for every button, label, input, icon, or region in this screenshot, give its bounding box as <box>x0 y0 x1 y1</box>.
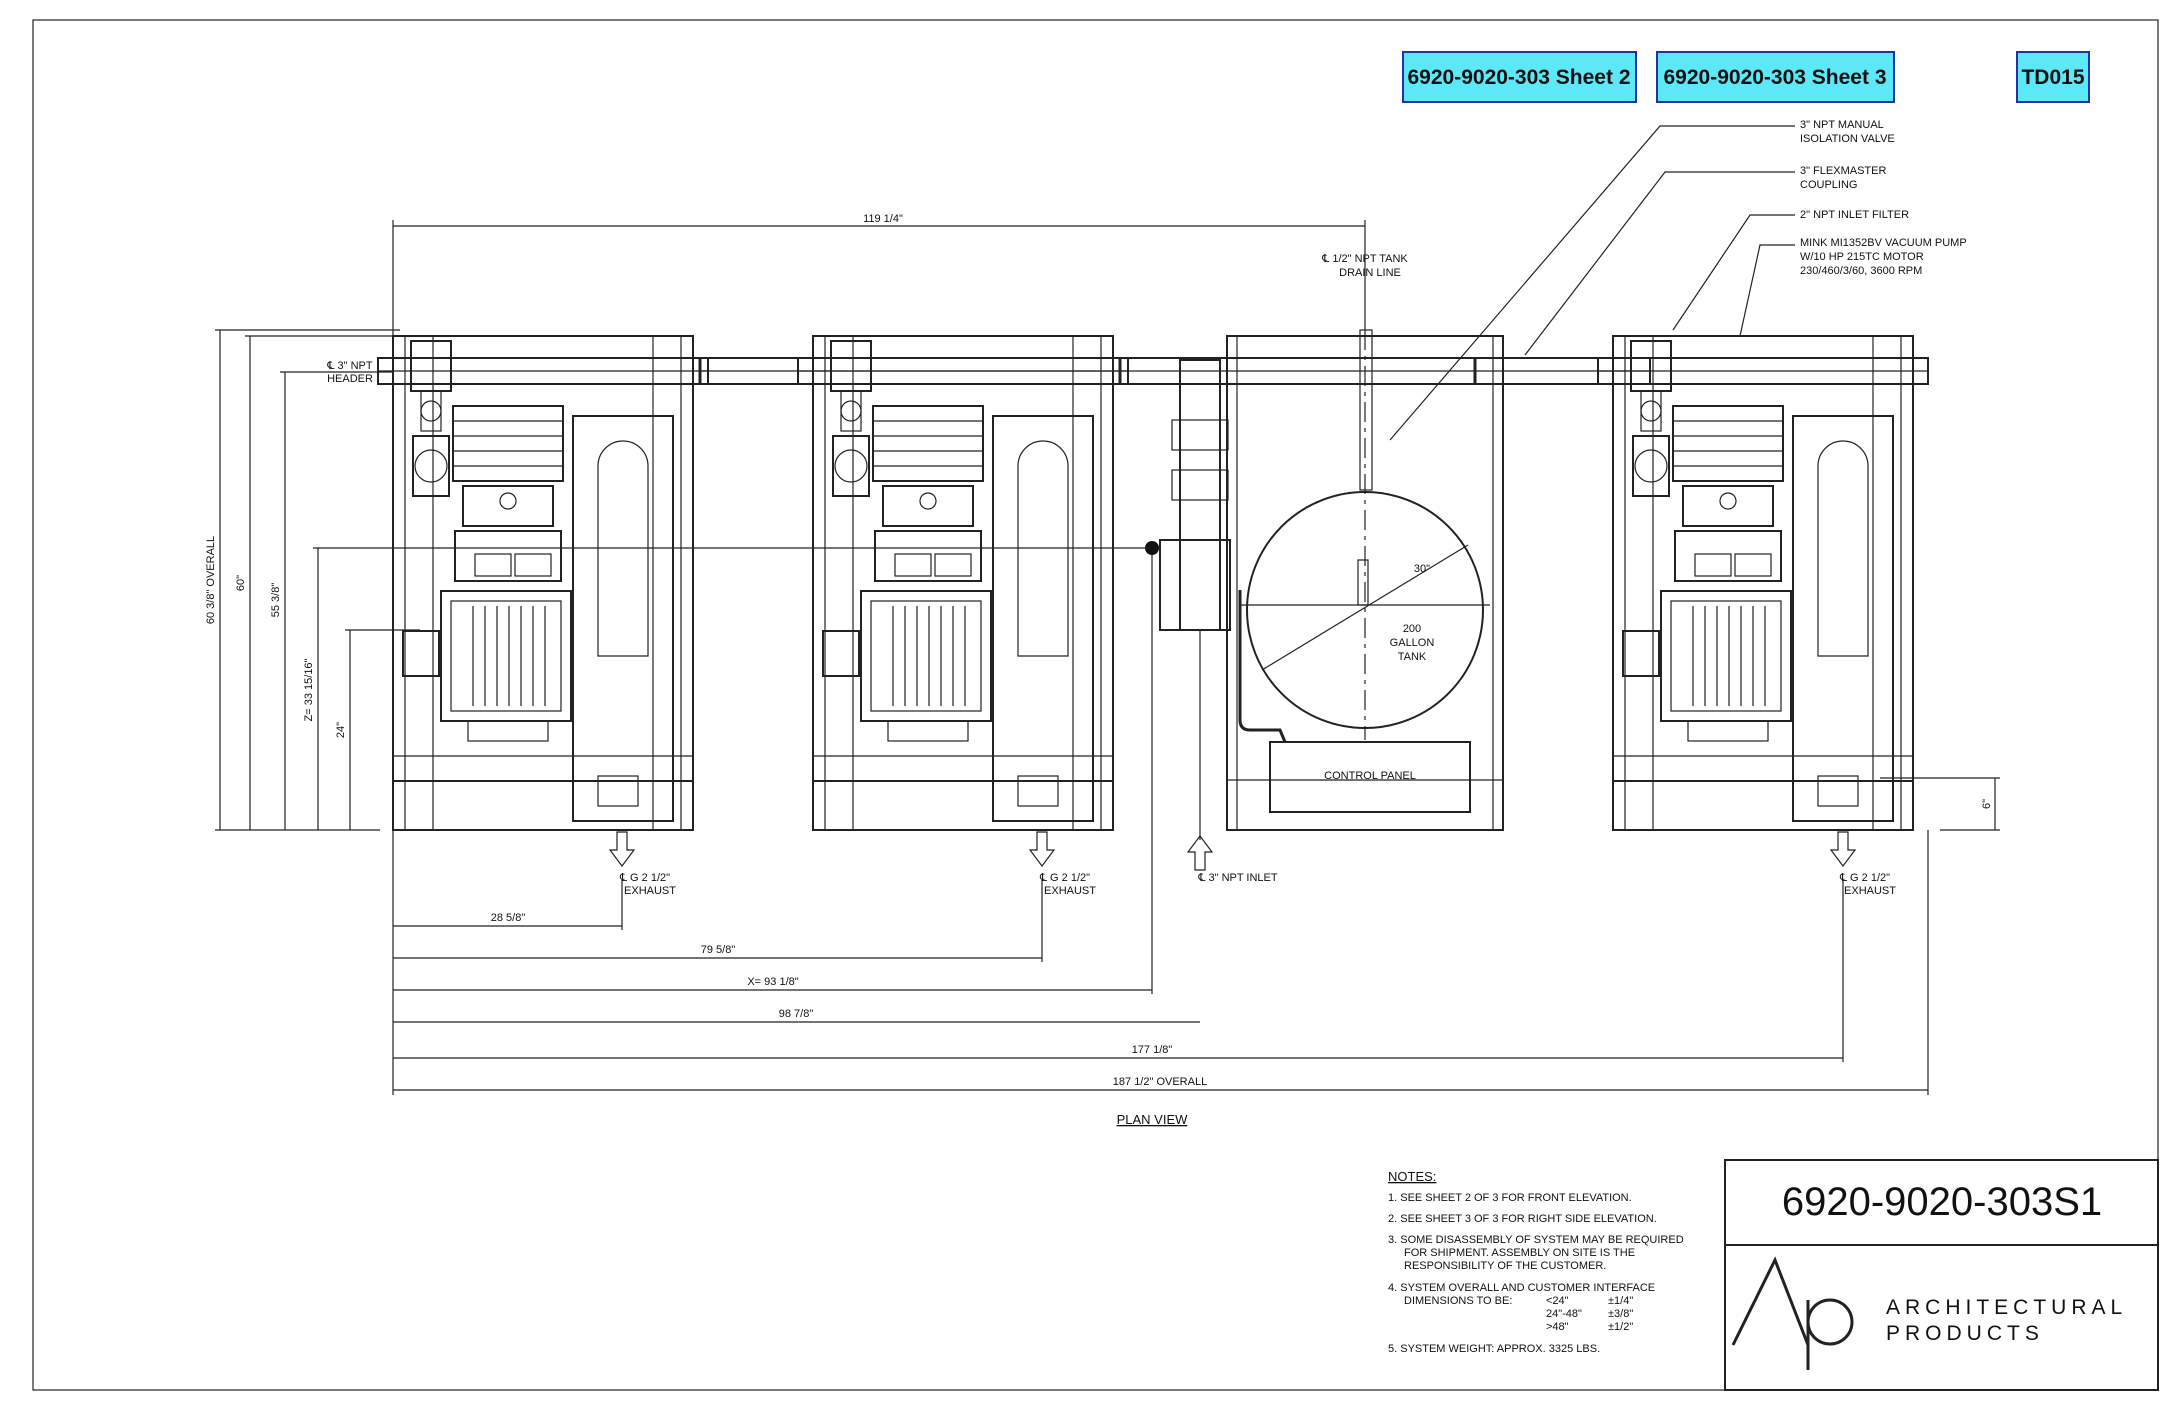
exhaust-arrow-1 <box>608 831 636 867</box>
flow-arrows <box>608 831 1857 871</box>
company-logo <box>1731 1256 1854 1370</box>
header-label-2: HEADER <box>327 373 373 385</box>
inlet-arrow <box>1186 835 1214 871</box>
callout-filter: 2" NPT INLET FILTER <box>1800 209 1909 221</box>
note-4-line-1: 4. SYSTEM OVERALL AND CUSTOMER INTERFACE <box>1388 1282 1655 1294</box>
callout-pump-2: W/10 HP 215TC MOTOR <box>1800 251 1924 263</box>
dim-h5: 177 1/8" <box>1132 1044 1173 1056</box>
svg-text:TD015: TD015 <box>2021 66 2084 89</box>
dim-v2: 60" <box>235 575 247 591</box>
vacuum-pump-skid-1 <box>377 335 709 831</box>
callout-pump-1: MINK MI1352BV VACUUM PUMP <box>1800 237 1967 249</box>
sheet-3-link[interactable]: 6920-9020-303 Sheet 3 <box>1656 51 1895 103</box>
exhaust-arrow-2 <box>1028 831 1056 867</box>
tank-diameter-label: 30" <box>1414 563 1430 575</box>
inlet-label: ℄ 3" NPT INLET <box>1197 872 1278 884</box>
tolerance-value-2: ±3/8" <box>1608 1308 1633 1320</box>
tank-skid <box>1226 329 1504 831</box>
dim-v3: 55 3/8" <box>270 583 282 618</box>
callout-valve-1: 3" NPT MANUAL <box>1800 119 1884 131</box>
tank-label-3: TANK <box>1398 651 1427 663</box>
tolerance-range-3: >48" <box>1546 1321 1569 1333</box>
note-3-line-2: FOR SHIPMENT. ASSEMBLY ON SITE IS THE <box>1404 1247 1635 1259</box>
svg-text:6920-9020-303 Sheet 2: 6920-9020-303 Sheet 2 <box>1408 66 1631 89</box>
tolerance-value-3: ±1/2" <box>1608 1321 1633 1333</box>
svg-text:6920-9020-303 Sheet 3: 6920-9020-303 Sheet 3 <box>1664 66 1887 89</box>
header-label-1: ℄ 3" NPT <box>326 360 372 372</box>
callout-pump-3: 230/460/3/60, 3600 RPM <box>1800 265 1922 277</box>
note-1: 1. SEE SHEET 2 OF 3 FOR FRONT ELEVATION. <box>1388 1192 1632 1204</box>
dimension-lines <box>215 220 2000 1095</box>
title-block-frame <box>1724 1159 2159 1391</box>
exhaust-arrow-3 <box>1829 831 1857 867</box>
dim-v5: 24" <box>335 722 347 738</box>
view-title: PLAN VIEW <box>1117 1112 1189 1127</box>
tolerance-range-2: 24"-48" <box>1546 1308 1582 1320</box>
drawing-number: 6920-9020-303S1 <box>1782 1180 2102 1224</box>
tolerance-range-1: <24" <box>1546 1295 1569 1307</box>
tank-label-2: GALLON <box>1390 637 1435 649</box>
dim-h2: 79 5/8" <box>701 944 736 956</box>
dim-h1: 28 5/8" <box>491 912 526 924</box>
control-panel-label: CONTROL PANEL <box>1324 770 1416 782</box>
dim-v4: Z= 33 15/16" <box>303 658 315 721</box>
callout-valve-2: ISOLATION VALVE <box>1800 133 1895 145</box>
vacuum-pump-skid-3 <box>1597 335 1929 831</box>
drain-label-2: DRAIN LINE <box>1339 267 1401 279</box>
exhaust-3-label-1: ℄ G 2 1/2" <box>1839 872 1890 884</box>
note-2: 2. SEE SHEET 3 OF 3 FOR RIGHT SIDE ELEVA… <box>1388 1213 1657 1225</box>
note-3-line-1: 3. SOME DISASSEMBLY OF SYSTEM MAY BE REQ… <box>1388 1234 1684 1246</box>
note-4-line-2: DIMENSIONS TO BE: <box>1404 1295 1512 1307</box>
callout-leaders <box>1389 125 1795 441</box>
reference-point-marker <box>1145 541 1159 555</box>
dim-v1: 60 3/8" OVERALL <box>205 536 217 624</box>
exhaust-2-label-1: ℄ G 2 1/2" <box>1039 872 1090 884</box>
td015-link[interactable]: TD015 <box>2016 51 2090 103</box>
dim-h4: 98 7/8" <box>779 1008 814 1020</box>
note-5: 5. SYSTEM WEIGHT: APPROX. 3325 LBS. <box>1388 1343 1600 1355</box>
dim-top: 119 1/4" <box>863 213 903 225</box>
vacuum-pump-skid-2 <box>797 335 1129 831</box>
exhaust-1-label-1: ℄ G 2 1/2" <box>619 872 670 884</box>
dim-h3: X= 93 1/8" <box>747 976 798 988</box>
exhaust-3-label-2: EXHAUST <box>1844 885 1896 897</box>
tolerance-value-1: ±1/4" <box>1608 1295 1633 1307</box>
drain-label-1: ℄ 1/2" NPT TANK <box>1321 253 1408 265</box>
tank-label-1: 200 <box>1403 623 1421 635</box>
exhaust-2-label-2: EXHAUST <box>1044 885 1096 897</box>
inlet-pipe-column <box>1145 359 1231 840</box>
sheet-border <box>32 19 2159 1391</box>
dim-v6: 6" <box>1981 799 1993 809</box>
dim-h6: 187 1/2" OVERALL <box>1113 1076 1207 1088</box>
company-name-line-2: PRODUCTS <box>1886 1322 2044 1345</box>
callout-coupling-2: COUPLING <box>1800 179 1857 191</box>
notes-heading: NOTES: <box>1388 1169 1436 1184</box>
sheet-2-link[interactable]: 6920-9020-303 Sheet 2 <box>1402 51 1637 103</box>
control-panel-box <box>1269 741 1471 813</box>
callout-coupling-1: 3" FLEXMASTER <box>1800 165 1886 177</box>
company-name-line-1: ARCHITECTURAL <box>1886 1296 2127 1319</box>
exhaust-1-label-2: EXHAUST <box>624 885 676 897</box>
note-3-line-3: RESPONSIBILITY OF THE CUSTOMER. <box>1404 1260 1606 1272</box>
